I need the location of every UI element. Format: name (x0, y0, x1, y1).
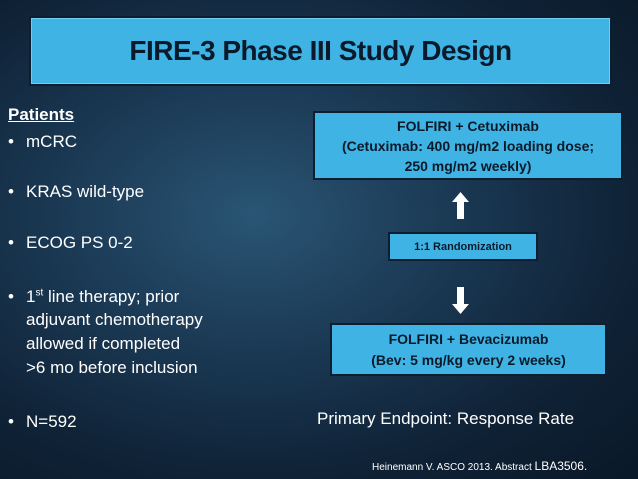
arm-cetuximab-dose: (Cetuximab: 400 mg/m2 loading dose; (341, 137, 595, 154)
citation-text: Heinemann V. ASCO 2013. Abstract (372, 462, 535, 473)
bullet-icon: • (8, 412, 14, 431)
list-item: • KRAS wild-type (8, 181, 144, 203)
patients-heading: Patients (8, 105, 75, 124)
list-item-continuation: >6 mo before inclusion (8, 357, 198, 379)
bullet-icon: • (8, 287, 14, 306)
arm-cetuximab-title: FOLFIRI + Cetuximab (397, 117, 539, 134)
arm-bevacizumab-dose: (Bev: 5 mg/kg every 2 weeks) (371, 351, 566, 368)
criterion-allowed: allowed if completed (26, 334, 181, 353)
criterion-inclusion: >6 mo before inclusion (26, 358, 198, 377)
criterion-first-line: 1st line therapy; prior (26, 286, 179, 308)
list-item: • N=592 (8, 411, 77, 433)
bullet-icon: • (8, 182, 14, 201)
bullet-icon: • (8, 233, 14, 252)
randomization-label: 1:1 Randomization (414, 240, 512, 253)
list-item-continuation: allowed if completed (8, 333, 180, 355)
criterion-n: N=592 (26, 412, 77, 431)
citation: Heinemann V. ASCO 2013. Abstract LBA3506… (372, 459, 587, 473)
arrow-up-icon (452, 192, 469, 219)
primary-endpoint: Primary Endpoint: Response Rate (317, 409, 575, 428)
ordinal-suffix: st (35, 287, 44, 299)
arm-bevacizumab-title: FOLFIRI + Bevacizumab (388, 330, 549, 347)
criterion-adjuvant: adjuvant chemotherapy (26, 310, 203, 329)
criterion-mcrc: mCRC (26, 132, 77, 151)
criterion-first-line-rest: line therapy; prior (43, 287, 180, 306)
criterion-kras: KRAS wild-type (26, 182, 145, 201)
ordinal-number: 1 (26, 287, 36, 306)
arrow-down-icon (452, 287, 469, 314)
arm-bevacizumab-box: FOLFIRI + Bevacizumab (Bev: 5 mg/kg ever… (330, 323, 607, 376)
citation-abstract-id: LBA3506. (534, 459, 588, 473)
criterion-ecog: ECOG PS 0-2 (26, 233, 133, 252)
list-item: • ECOG PS 0-2 (8, 232, 133, 254)
list-item-continuation: adjuvant chemotherapy (8, 309, 203, 331)
slide-title: FIRE-3 Phase III Study Design (129, 35, 512, 66)
bullet-icon: • (8, 132, 14, 151)
list-item: • 1st line therapy; prior (8, 286, 179, 308)
title-box: FIRE-3 Phase III Study Design (29, 16, 612, 86)
arm-cetuximab-box: FOLFIRI + Cetuximab (Cetuximab: 400 mg/m… (313, 111, 623, 180)
list-item: • mCRC (8, 131, 77, 153)
arm-cetuximab-dose-cont: 250 mg/m2 weekly) (404, 157, 532, 174)
randomization-box: 1:1 Randomization (388, 232, 538, 261)
